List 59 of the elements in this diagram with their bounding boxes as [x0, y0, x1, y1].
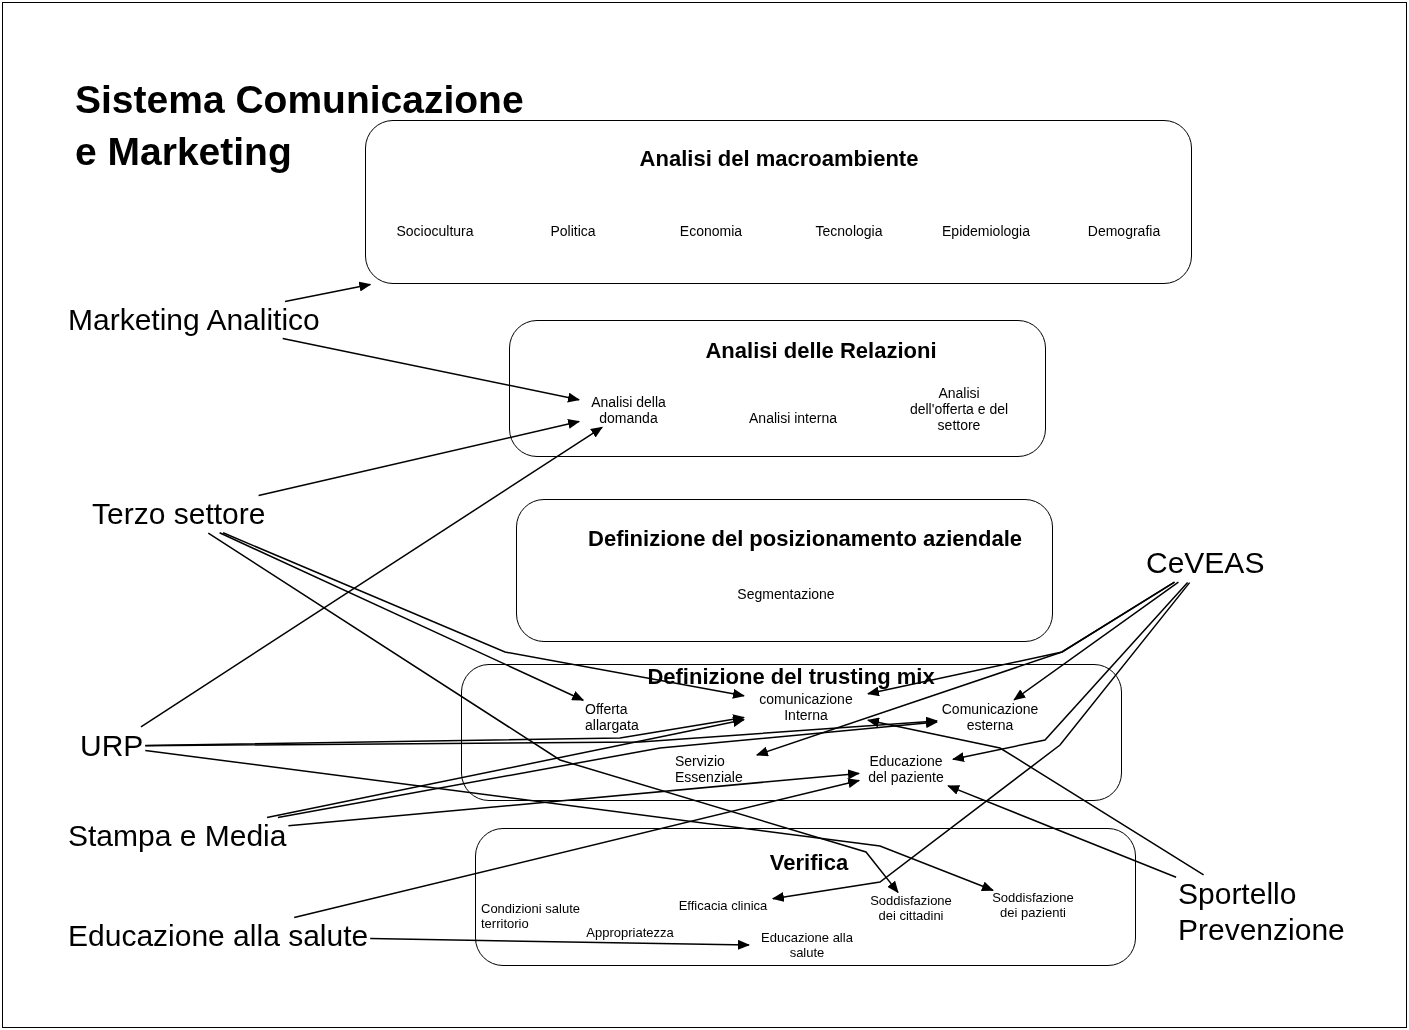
stage-box: [475, 828, 1136, 966]
arrow: [277, 718, 938, 819]
source-label: Sportello Prevenzione: [1178, 876, 1348, 948]
diagram-title: Sistema Comunicazione e Marketing: [75, 77, 525, 175]
source-label: CeVEAS: [1146, 545, 1265, 581]
stage-heading: Definizione del posizionamento aziendale: [588, 526, 1022, 552]
stage-box: [509, 320, 1046, 457]
item-label: comunicazione Interna: [746, 691, 866, 724]
arrow: [281, 337, 580, 403]
stage-item: Segmentazione: [736, 585, 836, 603]
arrow: [266, 717, 745, 819]
arrow: [947, 785, 1177, 878]
stage-item: Epidemiologia: [941, 222, 1031, 240]
arrow: [140, 426, 603, 728]
arrow: [867, 717, 1205, 876]
stage-item: Politica: [549, 222, 597, 240]
arrow: [287, 769, 860, 827]
arrow: [144, 716, 938, 747]
stage-item: Analisi dell'offerta e del settore: [909, 384, 1009, 434]
stage-item: Tecnologia: [814, 222, 884, 240]
arrow: [952, 581, 1189, 762]
stage-item: Economia: [678, 222, 744, 240]
item-label: Offerta allargata: [585, 701, 655, 734]
arrow: [1013, 581, 1180, 701]
arrow: [257, 419, 581, 497]
item-label: Educazione alla salute: [751, 931, 863, 961]
stage-box: [516, 499, 1053, 642]
source-label: URP: [80, 728, 144, 764]
arrow: [755, 581, 1176, 757]
item-label: Comunicazione esterna: [939, 701, 1041, 734]
item-label: Educazione del paziente: [861, 753, 951, 786]
stage-heading: Analisi del macroambiente: [639, 146, 919, 172]
stage-item: Demografia: [1086, 222, 1162, 240]
source-label: Marketing Analitico: [68, 302, 320, 338]
stage-heading: Definizione del trusting mix: [647, 664, 935, 690]
source-label: Educazione alla salute: [68, 918, 369, 954]
item-label: Servizio Essenziale: [675, 753, 755, 786]
stage-item: Analisi interna: [748, 409, 838, 427]
source-label: Stampa e Media: [68, 818, 287, 854]
source-label: Terzo settore: [92, 496, 266, 532]
arrow: [369, 937, 750, 950]
stage-box: [461, 664, 1122, 801]
stage-item: Sociocultura: [395, 222, 475, 240]
arrow: [207, 532, 899, 894]
item-label: Analisi della domanda: [581, 394, 676, 427]
stage-box: [365, 120, 1192, 284]
arrow: [222, 532, 745, 699]
item-label: Soddisfazione dei cittadini: [861, 894, 961, 924]
arrow: [144, 749, 994, 892]
arrow: [218, 532, 585, 701]
item-label: Efficacia clinica: [673, 899, 773, 914]
item-label: Soddisfazione dei pazienti: [983, 891, 1083, 921]
stage-heading: Analisi delle Relazioni: [705, 338, 937, 364]
stage-item: Condizioni salute territorio: [481, 902, 581, 932]
arrow: [771, 581, 1191, 902]
stage-heading: Verifica: [769, 850, 849, 876]
stage-item: Appropriatezza: [585, 925, 675, 941]
arrow: [284, 281, 372, 303]
arrow: [293, 778, 861, 919]
